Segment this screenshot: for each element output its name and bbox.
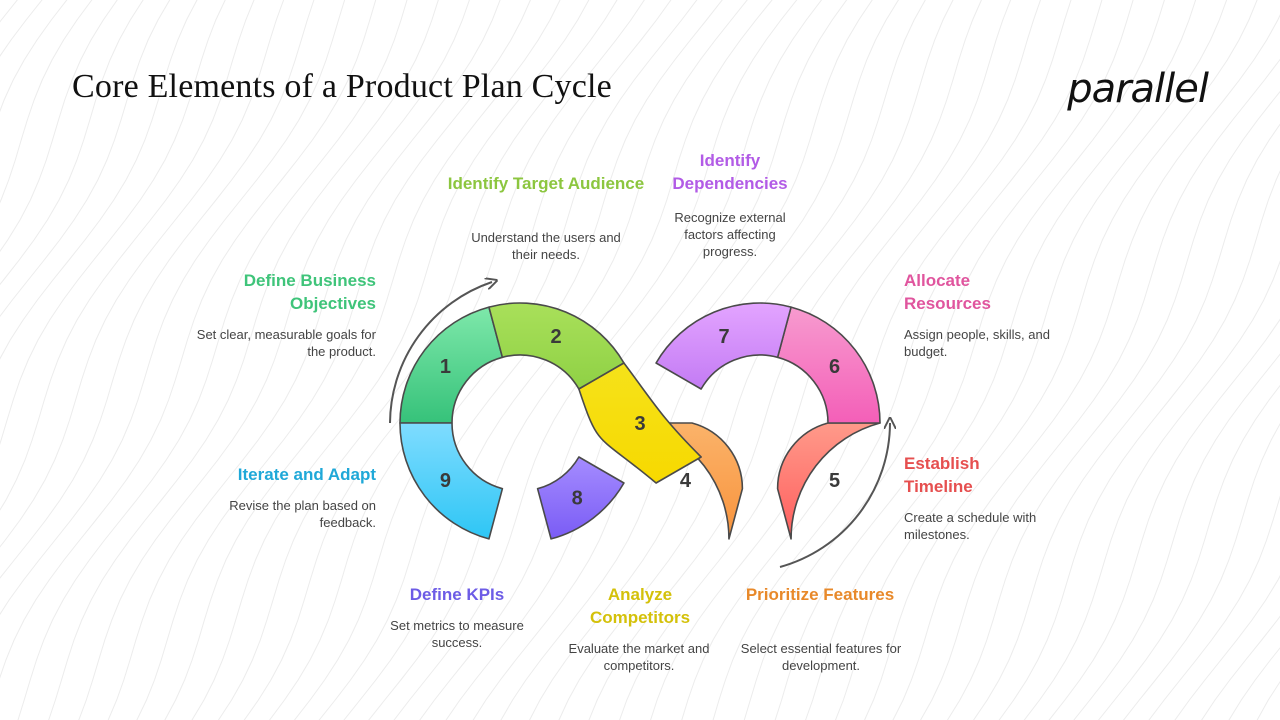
step-6-description: Assign people, skills, and budget.	[904, 327, 1050, 359]
step-9-number: 9	[440, 470, 451, 492]
step-7-description: Recognize external factors affecting pro…	[674, 210, 786, 259]
brand-logo: parallel	[1067, 66, 1209, 112]
step-1-title: Define Business Objectives	[243, 271, 376, 313]
segment-step-1	[399, 306, 504, 424]
segment-step-8	[536, 456, 625, 540]
step-1-number: 1	[440, 356, 451, 378]
step-4-number: 4	[680, 470, 692, 492]
step-3-title: Analyze Competitors	[589, 585, 691, 627]
step-5-number: 5	[829, 470, 840, 492]
step-4-description: Select essential features for developmen…	[740, 641, 902, 673]
step-5-description: Create a schedule with milestones.	[904, 510, 1037, 542]
step-4-title: Prioritize Features	[745, 585, 895, 604]
page-title: Core Elements of a Product Plan Cycle	[72, 68, 612, 105]
step-3-description: Evaluate the market and competitors.	[568, 641, 710, 673]
step-6-title: Allocate Resources	[904, 271, 991, 313]
step-9-description: Revise the plan based on feedback.	[229, 498, 376, 530]
step-6-number: 6	[829, 356, 840, 378]
segment-step-6	[776, 306, 881, 424]
step-7-title: Identify Dependencies	[672, 151, 788, 193]
step-3-number: 3	[634, 413, 645, 435]
segment-step-2	[488, 302, 625, 390]
segment-step-9	[399, 422, 504, 540]
segment-step-5	[776, 422, 881, 540]
segment-step-3	[578, 362, 702, 484]
segment-step-7	[655, 302, 792, 390]
cycle-arrow-left	[389, 282, 492, 424]
step-9-title: Iterate and Adapt	[237, 465, 376, 484]
step-1-description: Set clear, measurable goals for the prod…	[196, 327, 376, 359]
step-8-description: Set metrics to measure success.	[390, 618, 524, 650]
step-2-title: Identify Target Audience	[447, 174, 645, 193]
step-7-number: 7	[718, 326, 729, 348]
step-2-description: Understand the users and their needs.	[471, 230, 621, 262]
step-8-number: 8	[572, 488, 583, 510]
step-8-title: Define KPIs	[409, 585, 505, 604]
step-5-title: Establish Timeline	[904, 454, 980, 496]
step-2-number: 2	[550, 326, 561, 348]
cycle-arrow-right	[779, 423, 890, 568]
